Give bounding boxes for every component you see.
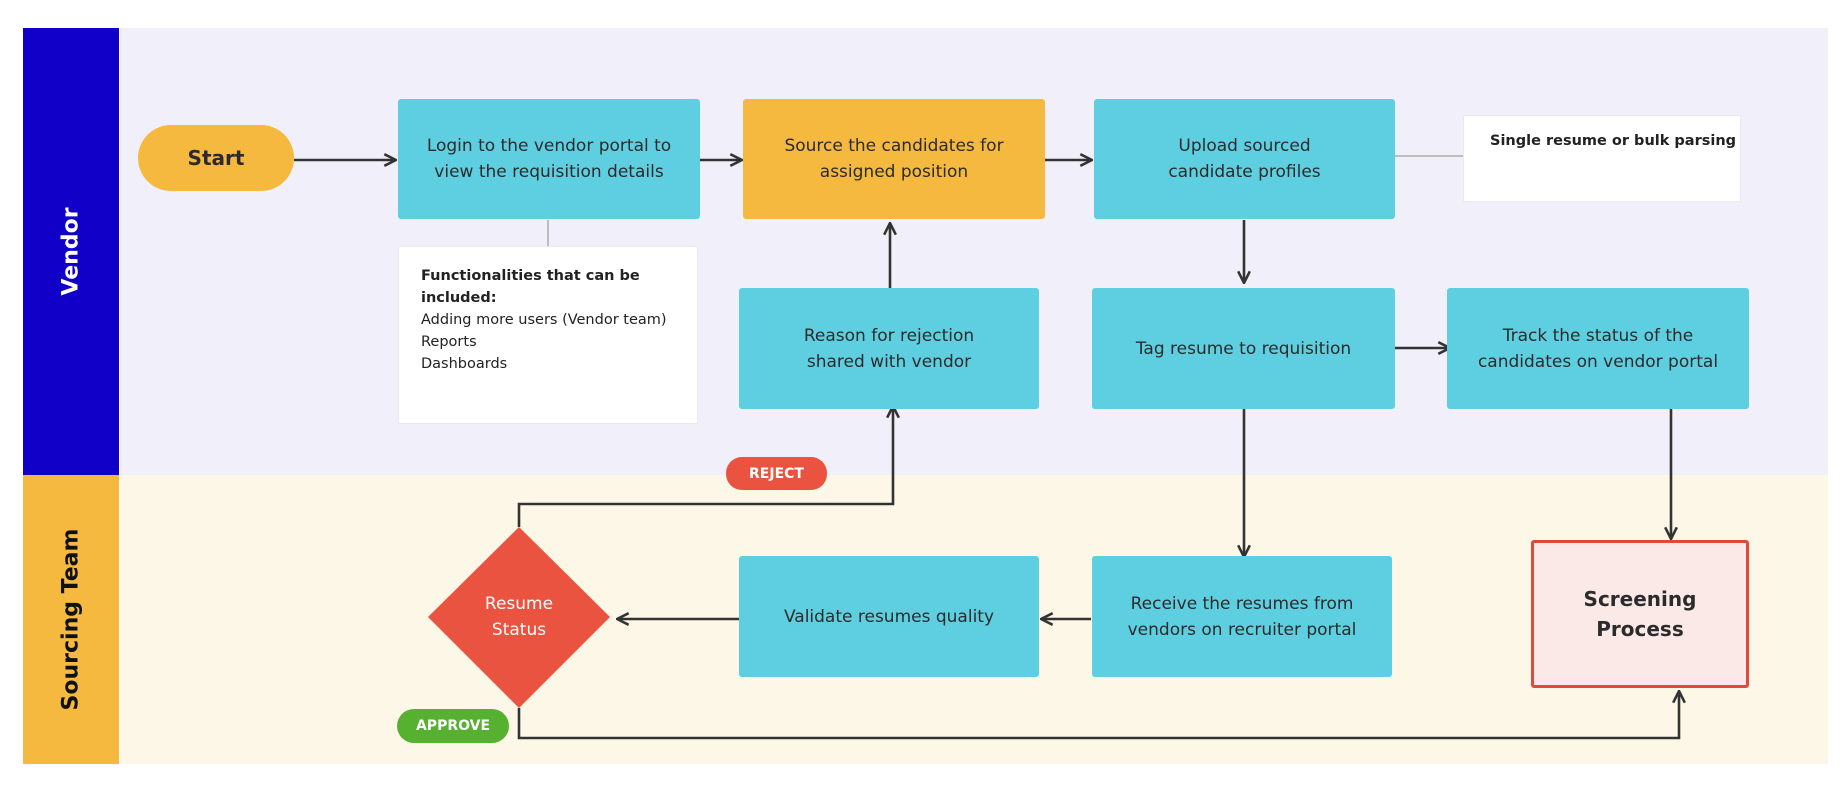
vendor-lane-header: Vendor (23, 28, 119, 475)
upload-profiles-node[interactable]: Upload sourced candidate profiles (1094, 99, 1395, 219)
rejection-reason-node-label: Reason for rejection shared with vendor (803, 325, 975, 372)
functionalities-note-title: Functionalities that can be included: (421, 268, 640, 306)
functionalities-item: Dashboards (421, 356, 508, 372)
login-node[interactable]: Login to the vendor portal to view the r… (398, 99, 700, 219)
rejection-reason-node[interactable]: Reason for rejection shared with vendor (739, 288, 1039, 409)
start-node[interactable]: Start (138, 125, 294, 191)
functionalities-item: Adding more users (Vendor team) (421, 312, 667, 328)
arrow-approve-to-screening (517, 691, 1679, 740)
upload-profiles-node-label: Upload sourced candidate profiles (1168, 136, 1321, 182)
screening-process-label: Screening Process (1583, 587, 1697, 641)
approve-branch-text: APPROVE (415, 718, 491, 734)
track-status-node-label: Track the status of the candidates on ve… (1477, 325, 1719, 372)
functionalities-note: Functionalities that can be included: Ad… (398, 246, 698, 424)
tag-resume-node[interactable]: Tag resume to requisition (1092, 288, 1395, 409)
arrow-reject-to-rejection (517, 406, 893, 527)
resume-status-label: Resume Status (484, 594, 554, 640)
receive-resumes-node[interactable]: Receive the resumes from vendors on recr… (1092, 556, 1392, 677)
parsing-note-text: Single resume or bulk parsing (1490, 133, 1737, 149)
track-status-node[interactable]: Track the status of the candidates on ve… (1447, 288, 1749, 409)
login-node-label: Login to the vendor portal to view the r… (426, 136, 672, 182)
reject-branch-label: REJECT (726, 457, 827, 490)
resume-status-decision[interactable]: Resume Status (428, 527, 610, 708)
receive-resumes-node-label: Receive the resumes from vendors on recr… (1127, 593, 1357, 640)
source-candidates-node[interactable]: Source the candidates for assigned posit… (743, 99, 1045, 219)
decision-diamond-shape (428, 527, 610, 708)
screening-process-node[interactable]: Screening Process (1531, 540, 1749, 688)
parsing-note: Single resume or bulk parsing (1463, 115, 1741, 202)
source-candidates-node-label: Source the candidates for assigned posit… (784, 136, 1004, 182)
validate-resumes-node-label: Validate resumes quality (783, 606, 995, 627)
start-node-label: Start (187, 146, 245, 170)
tag-resume-node-label: Tag resume to requisition (1135, 338, 1352, 359)
approve-branch-label: APPROVE (397, 709, 509, 743)
functionalities-item: Reports (421, 334, 477, 350)
sourcing-lane-header: Sourcing Team (23, 475, 119, 764)
reject-branch-text: REJECT (749, 465, 804, 482)
validate-resumes-node[interactable]: Validate resumes quality (739, 556, 1039, 677)
